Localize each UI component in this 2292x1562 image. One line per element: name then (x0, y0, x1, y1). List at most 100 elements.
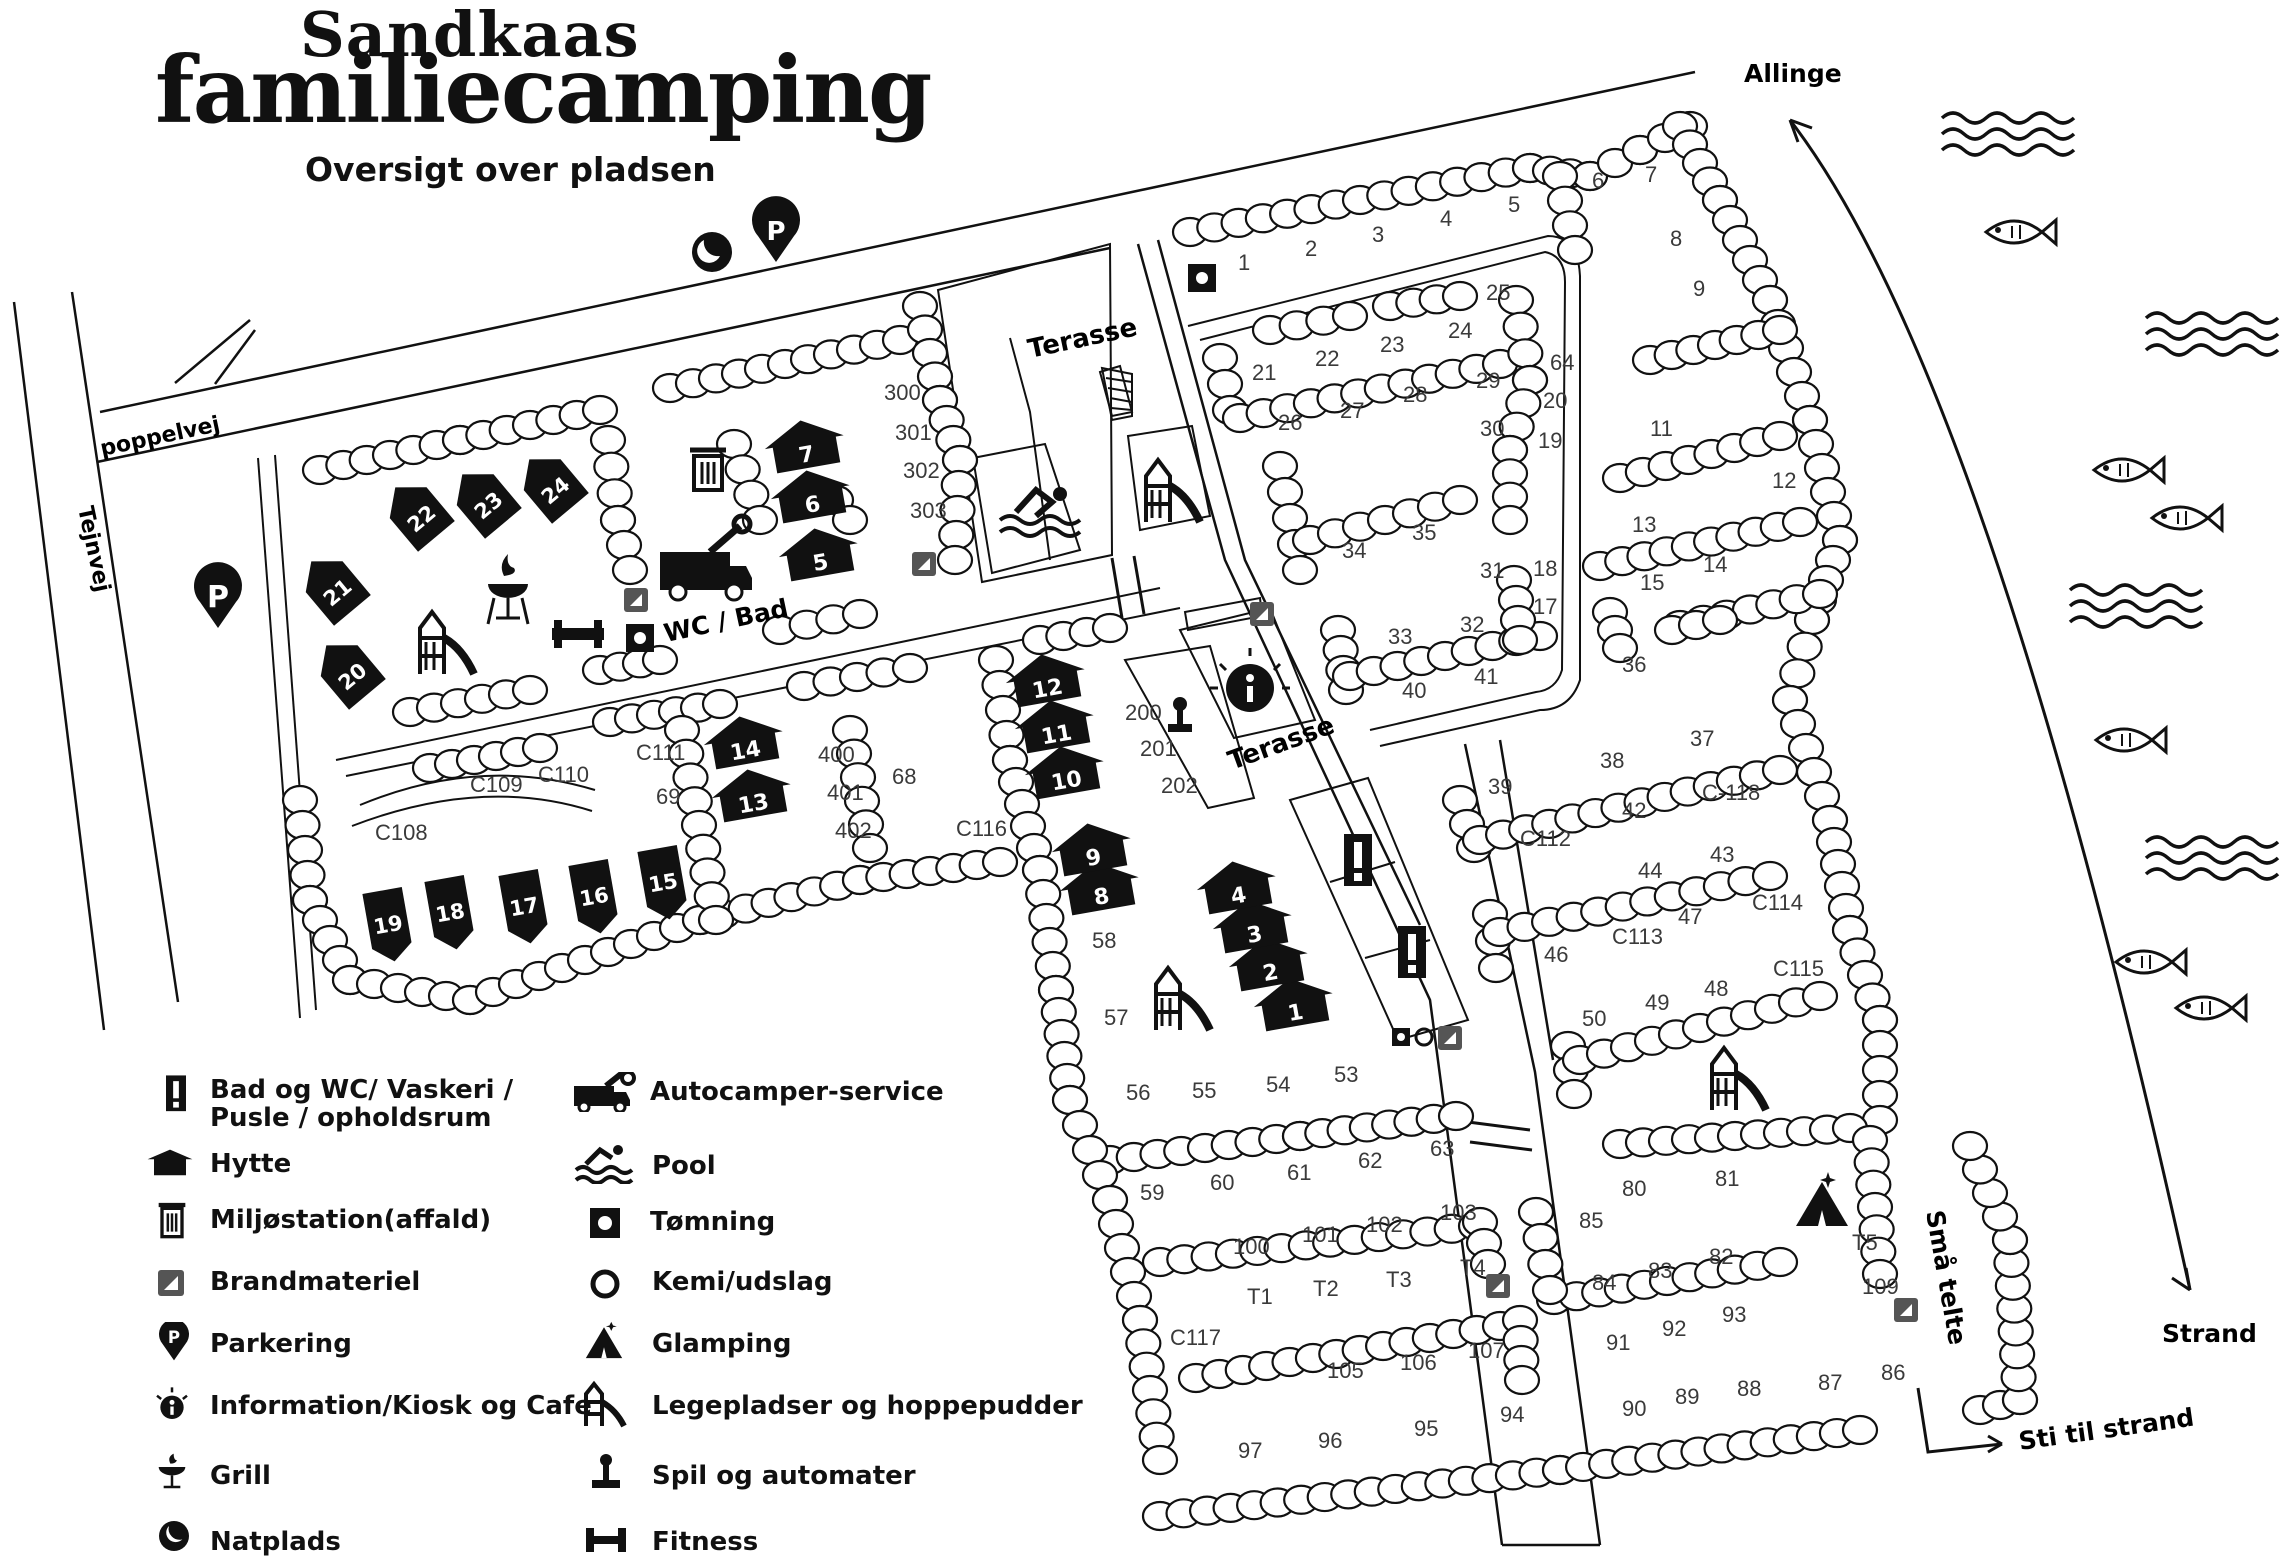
plot-number: 400 (818, 742, 855, 767)
plot-number: 105 (1327, 1358, 1364, 1383)
hedge-bush (1517, 1196, 1555, 1228)
hedge-bush (284, 809, 321, 841)
plot-number: 7 (1645, 162, 1657, 187)
plot-number: 202 (1161, 773, 1198, 798)
hedge-bush (605, 529, 643, 561)
hedge-bush (988, 719, 1025, 751)
map-subtitle: Oversigt over pladsen (305, 150, 716, 189)
bin-icon (690, 447, 726, 492)
plot-number: C111 (636, 740, 685, 765)
brand-line-2: familiecamping (155, 36, 932, 144)
plot-number: 201 (1140, 736, 1177, 761)
hedge-bush (1951, 1130, 1989, 1162)
plot-number: 58 (1092, 928, 1116, 953)
plot-number: 62 (1358, 1148, 1382, 1173)
plot-number: 107 (1468, 1338, 1505, 1363)
fitness-icon (586, 1528, 626, 1552)
plot-number: 11 (1650, 416, 1673, 441)
legend-grill: Grill (210, 1461, 271, 1491)
hedge-bush (1441, 280, 1479, 312)
hedge-bush (1761, 1246, 1799, 1278)
hedge-bush (1491, 504, 1529, 536)
hedge-bush (981, 669, 1018, 701)
hedge-bush (1531, 1274, 1569, 1306)
plot-number: 200 (1125, 700, 1162, 725)
brandmateriel-icon (1250, 602, 1274, 626)
cabin: 12 (1005, 654, 1085, 708)
legend-lege: Legepladser og hoppepudder (652, 1391, 1083, 1421)
cabin: 2 (1228, 938, 1308, 992)
legend-auto: Autocamper-service (650, 1077, 944, 1107)
plot-number: 17 (1533, 594, 1557, 619)
plot-number: 301 (895, 420, 932, 445)
cabin: 7 (764, 420, 844, 474)
pool-icon (574, 1145, 634, 1184)
brandmateriel-icon (1438, 1026, 1462, 1050)
legend-miljo: Miljøstation(affald) (210, 1205, 492, 1235)
label-terasse-north: Terasse (1025, 312, 1140, 364)
plot-number: 103 (1440, 1200, 1477, 1225)
cabin-number: 17 (508, 893, 541, 922)
cabin-arrow: 21 (305, 561, 371, 626)
hedge-bush (1751, 860, 1789, 892)
plot-number: 84 (1592, 1270, 1616, 1295)
hedge-bush (599, 504, 637, 536)
legend-spil: Spil og automater (652, 1461, 916, 1491)
playground-icon (420, 612, 474, 674)
plot-number: 3 (1372, 222, 1384, 247)
plot-number: T3 (1386, 1267, 1412, 1292)
road-sti-til-strand: Sti til strand (2017, 1403, 2196, 1456)
hedge-bush (1546, 185, 1584, 216)
hedge-bush (1477, 952, 1515, 984)
hedge-bush (1786, 631, 1823, 662)
bin-icon (158, 1202, 186, 1239)
pool-icon (998, 485, 1082, 538)
cabin-number: 1 (1286, 1000, 1305, 1027)
plot-number: 19 (1538, 428, 1562, 453)
plot-number: 402 (835, 818, 872, 843)
plot-number: 86 (1881, 1360, 1905, 1385)
cabin-number: 13 (736, 789, 771, 819)
cabin-icon (147, 1149, 193, 1176)
hedge-bush (1701, 604, 1739, 636)
cabin-arrow: 17 (498, 869, 548, 944)
plot-number: C115 (1773, 956, 1824, 981)
kemi-icon (1414, 1027, 1434, 1047)
plot-number: 21 (1252, 360, 1276, 385)
svg-text:P: P (207, 580, 229, 615)
plot-number: 91 (1606, 1330, 1630, 1355)
plot-number: 15 (1640, 570, 1664, 595)
brandmateriel-icon (1486, 1274, 1510, 1298)
hedge-bush (1861, 1004, 1899, 1036)
plot-number: 36 (1622, 652, 1646, 677)
hedge-bush (521, 732, 559, 764)
kemi-icon (590, 1269, 620, 1299)
bath-wc-icon (1398, 926, 1426, 978)
brandmateriel-icon (1894, 1298, 1918, 1322)
hedge-bush (701, 688, 739, 720)
hedge-bush (1551, 210, 1589, 241)
legend-info: Information/Kiosk og Cafe (210, 1391, 592, 1421)
hedges (281, 110, 2039, 1532)
hedge-bush (841, 598, 879, 630)
joystick-icon (1168, 697, 1192, 732)
plot-number: 35 (1412, 520, 1436, 545)
brandmateriel-icon (912, 552, 936, 576)
hedge-bush (697, 904, 735, 936)
hedge-bush (715, 428, 753, 460)
road-poppelvej: poppelvej (98, 412, 222, 462)
plot-number: 81 (1715, 1166, 1739, 1191)
hedge-bush (593, 451, 630, 482)
plot-number: 34 (1342, 538, 1366, 563)
plot-number: 401 (827, 780, 864, 805)
hedge-bush (1861, 1258, 1899, 1290)
hedge-bush (1801, 980, 1839, 1012)
plot-number: 57 (1104, 1005, 1128, 1030)
cabin-number: 14 (728, 736, 763, 766)
hedge-bush (1091, 612, 1129, 644)
plot-number: 13 (1632, 512, 1656, 537)
hedge-bush (1861, 1029, 1899, 1061)
cabin-arrow: 20 (320, 645, 386, 710)
hedge-bush (641, 644, 679, 676)
